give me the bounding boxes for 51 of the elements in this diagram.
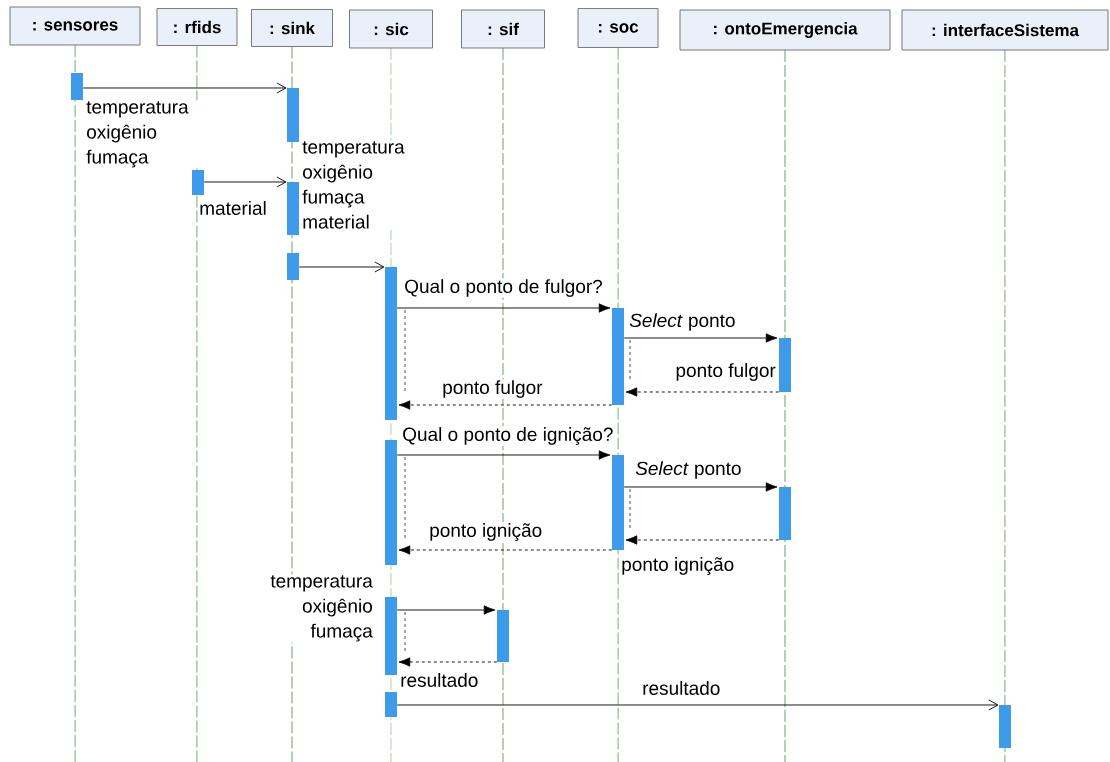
message-arrow xyxy=(625,387,780,397)
lifeline-header-box: : sif xyxy=(461,9,545,49)
lifeline-header-box: : interfaceSistema xyxy=(901,9,1109,51)
message-arrow xyxy=(298,261,385,273)
activation-bar xyxy=(287,182,299,235)
activation-bar xyxy=(779,338,791,392)
message-arrow xyxy=(396,303,611,313)
activation-bar xyxy=(779,487,791,540)
edge-label: temperatura oxigênio fumaça material xyxy=(301,140,416,230)
message-arrow xyxy=(82,82,287,94)
lifeline-header-box: : rfids xyxy=(156,8,238,46)
lifeline-header-box: : ontoEmergencia xyxy=(679,9,891,51)
lifeline-header-box: : sink xyxy=(251,9,333,47)
edge-label: Qual o ponto de ignição? xyxy=(401,426,615,446)
message-arrow xyxy=(396,699,999,711)
lifeline-header-box: : soc xyxy=(577,8,659,48)
activation-bar xyxy=(999,705,1011,748)
message-arrow xyxy=(396,605,496,615)
message-arrow xyxy=(203,176,287,188)
message-arrow xyxy=(623,333,778,343)
activation-bar xyxy=(385,597,397,675)
edge-label: material xyxy=(198,200,268,216)
edge-label: Select ponto xyxy=(634,460,743,480)
activation-bar xyxy=(385,692,397,717)
activation-bar xyxy=(612,308,624,405)
message-arrow xyxy=(398,400,613,410)
edge-label: Select ponto xyxy=(628,312,737,332)
activation-bar xyxy=(287,253,299,280)
message-arrow xyxy=(623,482,778,492)
edge-label: ponto fulgor xyxy=(674,362,777,382)
edge-label: Qual o ponto de fulgor? xyxy=(403,278,604,298)
lifeline-header-box: : sic xyxy=(349,9,433,49)
activation-bar xyxy=(612,455,624,550)
message-arrow xyxy=(625,535,780,545)
edge-label: temperatura oxigênio fumaça xyxy=(259,574,374,643)
edge-label: resultado xyxy=(399,672,480,688)
edge-label: ponto ignição xyxy=(428,522,544,542)
edge-label: ponto fulgor xyxy=(441,379,544,399)
activation-bar xyxy=(192,170,204,195)
activation-bar xyxy=(71,73,83,100)
message-arrow xyxy=(398,545,613,555)
activation-bar xyxy=(385,267,397,420)
edge-label: ponto ignição xyxy=(620,556,736,576)
activation-bar xyxy=(497,610,509,662)
edge-label: temperatura oxigênio fumaça xyxy=(85,100,200,169)
edge-label: resultado xyxy=(641,680,722,696)
message-arrow xyxy=(398,657,498,667)
lifeline-header-box: : sensores xyxy=(9,6,141,46)
message-arrow xyxy=(396,450,611,460)
activation-bar xyxy=(287,88,299,142)
activation-bar xyxy=(385,440,397,565)
